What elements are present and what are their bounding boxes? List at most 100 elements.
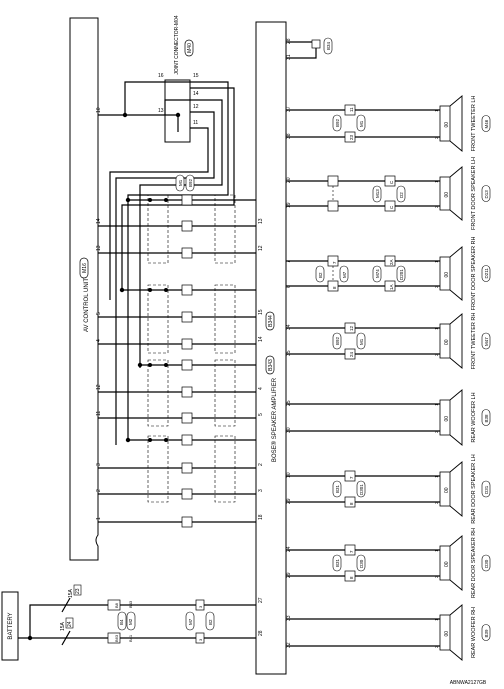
svg-text:34: 34 — [286, 324, 292, 330]
svg-text:1A: 1A — [389, 284, 394, 290]
speaker-name: REAR WOOFER RH — [471, 607, 477, 658]
svg-text:14: 14 — [96, 218, 102, 224]
svg-text:23: 23 — [349, 134, 354, 140]
svg-text:B343: B343 — [268, 359, 274, 371]
svg-text:B92: B92 — [335, 336, 340, 345]
svg-text:27: 27 — [258, 597, 264, 603]
svg-text:B344: B344 — [268, 315, 274, 327]
speaker-name: REAR DOOR SPEAKER LH — [471, 454, 477, 523]
svg-text:M74: M74 — [375, 269, 380, 278]
svg-text:13: 13 — [96, 245, 102, 251]
svg-text:B92: B92 — [188, 178, 193, 187]
speaker-name: FRONT TWEETER RH — [471, 313, 477, 370]
amplifier-connector-b: B344 — [265, 311, 275, 331]
speaker-connector: D211 — [484, 268, 489, 279]
av-unit-name: AV CONTROL UNIT — [84, 278, 90, 332]
speaker-pin-label: 1 — [434, 403, 439, 406]
speaker-name: FRONT TWEETER LH — [471, 96, 477, 152]
speaker-connector: D31 — [484, 485, 489, 494]
speaker-pin-label: 1 — [434, 260, 439, 263]
svg-text:B34: B34 — [326, 41, 331, 50]
spk-conn-4: B92 M1 12 24 — [332, 325, 366, 357]
spk-conn-3: M74 D201 2A 1A — [372, 259, 406, 290]
svg-text:33: 33 — [286, 615, 292, 621]
svg-text:3: 3 — [96, 463, 102, 466]
speaker-cone — [449, 389, 463, 446]
spk-conn-2: B2 M7 7 8 — [315, 261, 349, 289]
speaker-connector-badge — [481, 115, 491, 132]
speaker-pin-label: 1 — [434, 549, 439, 552]
svg-text:29: 29 — [286, 572, 292, 578]
amp-left-pin-labels: 13 12 15 14 4 5 2 3 18 27 28 — [258, 218, 264, 636]
svg-text:M40: M40 — [187, 43, 193, 53]
speaker-pin-label: 2 — [434, 353, 439, 356]
svg-text:13: 13 — [258, 218, 264, 224]
speaker-symbol: 00 — [444, 272, 450, 278]
speaker-connector: D30 — [484, 559, 489, 568]
svg-text:B63: B63 — [114, 634, 119, 642]
speaker-symbol: 00 — [444, 192, 450, 198]
speaker-name: FRONT DOOR SPEAKER LH — [471, 157, 477, 230]
spk-conn-1: M13 D2 C C — [372, 180, 406, 209]
signal-inline-boxes — [181, 194, 193, 528]
svg-text:D201: D201 — [399, 269, 404, 280]
speaker-symbol: 00 — [444, 416, 450, 422]
speaker-pin-label: 1 — [434, 475, 439, 478]
joint-wiring — [98, 81, 235, 445]
svg-text:7: 7 — [349, 550, 354, 553]
speaker-pin-label: 2 — [434, 285, 439, 288]
svg-text:7: 7 — [332, 261, 337, 264]
svg-text:2: 2 — [96, 489, 102, 492]
svg-text:B43: B43 — [128, 600, 133, 608]
svg-text:B2: B2 — [208, 619, 213, 625]
svg-text:M1: M1 — [359, 120, 364, 127]
speaker-pin-label: 1 — [434, 327, 439, 330]
av-unit-connector-badge: M16 — [79, 257, 89, 279]
svg-text:15: 15 — [258, 309, 264, 315]
svg-text:7: 7 — [349, 476, 354, 479]
svg-text:4: 4 — [96, 339, 102, 342]
speaker-symbol: 00 — [444, 561, 450, 567]
svg-text:M2: M2 — [128, 618, 133, 625]
battery-wiring — [18, 597, 256, 646]
speaker-terminal — [439, 399, 451, 436]
speaker-cone — [449, 461, 463, 517]
speaker-connector-badge — [481, 265, 491, 282]
svg-text:12: 12 — [349, 325, 354, 331]
svg-text:11: 11 — [193, 120, 198, 126]
speaker-pin-label: 1 — [434, 180, 439, 183]
speaker-name: REAR WOOFER LH — [471, 392, 477, 442]
svg-text:B31: B31 — [335, 484, 340, 493]
speaker-cone — [449, 166, 463, 221]
speaker-pin-label: 2 — [434, 430, 439, 433]
svg-text:D301: D301 — [359, 484, 364, 495]
battery-label: BATTERY — [8, 612, 14, 639]
svg-text:8: 8 — [349, 576, 354, 579]
svg-text:28: 28 — [258, 630, 264, 636]
amp-right-pin-labels: 28 31 37 38 20 19 7 6 34 35 25 30 10 29 … — [286, 38, 292, 648]
svg-text:1: 1 — [96, 517, 102, 520]
speaker-terminal — [439, 614, 451, 651]
speaker-cone — [449, 535, 463, 591]
svg-text:C: C — [389, 205, 394, 209]
ground-connector: B34 — [286, 37, 333, 59]
svg-text:B41: B41 — [128, 634, 133, 642]
speaker-pin-label: 2 — [434, 136, 439, 139]
svg-text:B4: B4 — [119, 619, 124, 625]
svg-text:B92: B92 — [335, 118, 340, 127]
svg-text:3: 3 — [198, 638, 203, 641]
svg-text:2A: 2A — [389, 259, 394, 265]
svg-text:25: 25 — [286, 400, 292, 406]
svg-text:5: 5 — [96, 312, 102, 315]
svg-text:38: 38 — [286, 133, 292, 139]
svg-text:28: 28 — [286, 38, 292, 44]
speaker-terminal — [439, 471, 451, 507]
speaker-inline-boxes — [327, 104, 396, 582]
joint-connector: JOINT CONNECTOR-M04 M40 16 15 13 14 12 1… — [158, 15, 199, 143]
svg-text:12: 12 — [258, 245, 264, 251]
